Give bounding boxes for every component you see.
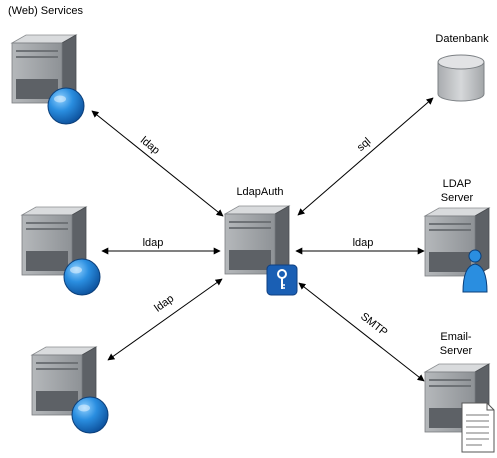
edge-label-ldap: ldap	[138, 134, 162, 156]
edge-ldapauth-database: sql	[297, 97, 434, 216]
edge-label-ldap: ldap	[353, 237, 374, 249]
key-icon	[266, 264, 298, 296]
edge-service1-ldapauth: ldap	[91, 110, 224, 217]
ldapauth-server: LdapAuth	[224, 186, 298, 296]
edge-service3-ldapauth: ldap	[107, 278, 223, 361]
email-server-node: Email- Server	[424, 331, 495, 453]
database-icon	[437, 54, 485, 102]
globe-icon	[71, 396, 109, 434]
ldap-server-label-line2: Server	[441, 192, 474, 204]
edge-label-smtp: SMTP	[358, 310, 389, 338]
email-server-label-line2: Server	[440, 345, 473, 357]
database-node: Datenbank	[435, 33, 489, 102]
edge-label-ldap: ldap	[143, 237, 164, 249]
database-label: Datenbank	[435, 33, 489, 45]
ldapauth-label: LdapAuth	[236, 186, 283, 198]
server-icon	[224, 205, 290, 275]
web-service-server-1	[11, 34, 85, 125]
user-icon	[462, 249, 488, 293]
edge-label-sql: sql	[355, 136, 373, 154]
email-server-label-line1: Email-	[440, 331, 472, 343]
ldap-server-node: LDAP Server	[424, 178, 490, 293]
edge-ldapauth-ldap-server: ldap	[295, 237, 425, 255]
edge-service2-ldapauth: ldap	[101, 237, 221, 255]
document-icon	[461, 402, 495, 453]
web-service-server-2	[21, 206, 101, 296]
ldap-server-label-line1: LDAP	[443, 178, 472, 190]
web-service-server-3	[31, 346, 109, 434]
edge-ldapauth-email-server: SMTP	[298, 282, 425, 382]
globe-icon	[47, 87, 85, 125]
edge-label-ldap: ldap	[152, 293, 176, 315]
diagram-title: (Web) Services	[8, 5, 83, 17]
globe-icon	[63, 258, 101, 296]
